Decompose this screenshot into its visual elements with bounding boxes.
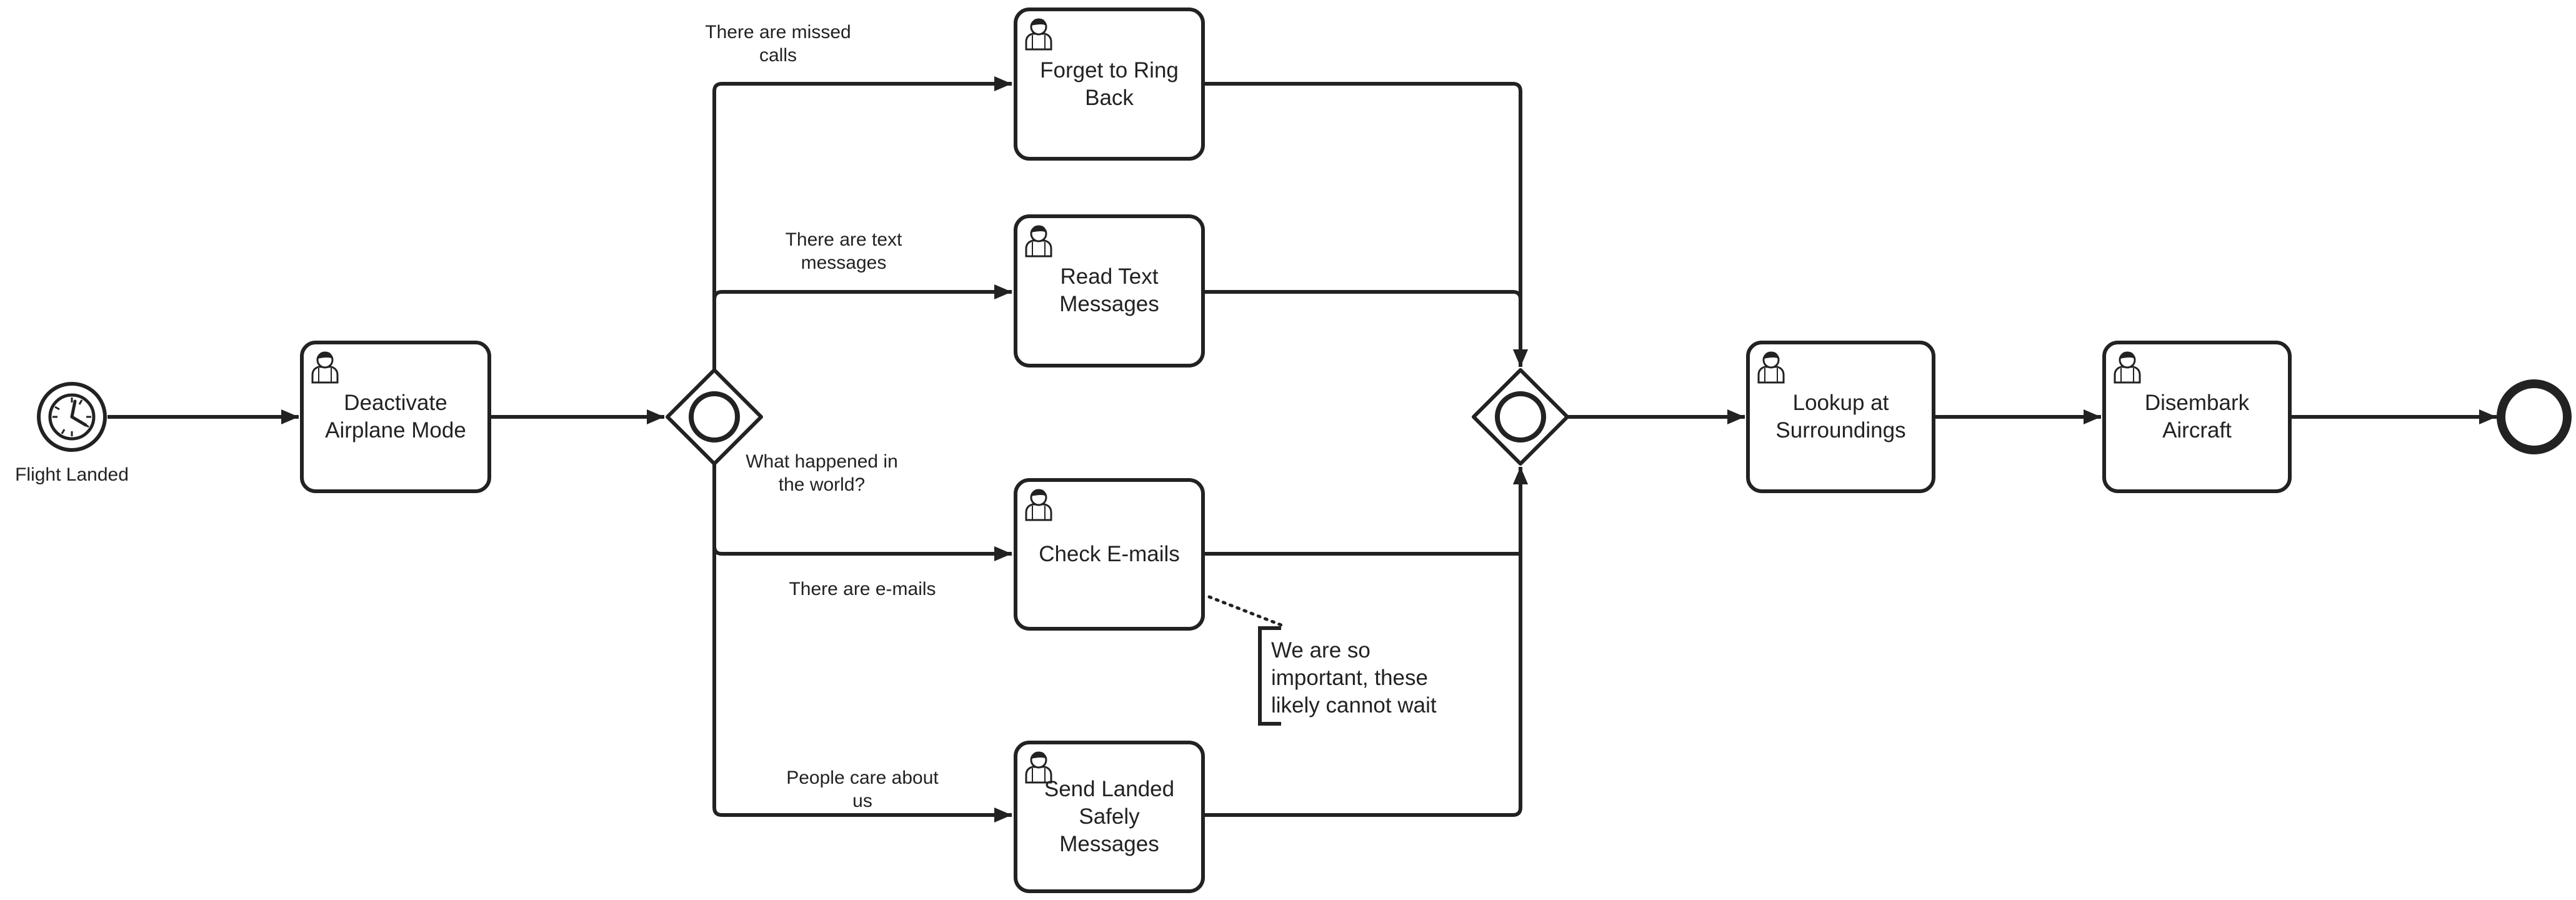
- task-label-read-text: Read Text Messages: [1059, 264, 1159, 316]
- task-check-emails[interactable]: [1014, 478, 1205, 631]
- annotation-text: We are so important, these likely cannot…: [1271, 638, 1437, 718]
- flow-missed-calls: [712, 76, 1012, 370]
- start-event[interactable]: [37, 382, 107, 452]
- task-forget-to-ring-back[interactable]: [1014, 8, 1205, 161]
- flow-label-missed-calls: There are missed calls: [705, 21, 851, 66]
- task-lookup-at-surroundings[interactable]: [1746, 341, 1935, 493]
- task-label-disembark: Disembark Aircraft: [2144, 391, 2250, 442]
- flow-label-care: People care about us: [786, 767, 939, 812]
- task-send-landed-safely-messages[interactable]: [1014, 741, 1205, 893]
- task-disembark-aircraft[interactable]: [2102, 341, 2292, 493]
- start-event-label: Flight Landed: [15, 464, 129, 486]
- task-label-lookup: Lookup at Surroundings: [1775, 391, 1906, 442]
- annotation-association: [1207, 595, 1283, 627]
- flow-label-text-messages: There are text messages: [785, 229, 902, 274]
- flow-label-emails: There are e-mails: [789, 579, 936, 600]
- gateway-label: What happened in the world?: [746, 451, 898, 496]
- flow-care: [712, 464, 1012, 822]
- flow-check-to-merge: [1204, 467, 1528, 556]
- split-gateway[interactable]: [666, 368, 763, 466]
- inclusive-gateway-icon: [1495, 391, 1546, 442]
- flow-forget-to-merge: [1204, 82, 1528, 367]
- flow-send-to-merge: [1204, 467, 1528, 817]
- inclusive-gateway-icon: [689, 391, 740, 442]
- task-label-check-email: Check E-mails: [1039, 542, 1180, 567]
- clock-icon: [48, 393, 96, 441]
- task-deactivate-airplane-mode[interactable]: [300, 341, 491, 493]
- task-label-forget: Forget to Ring Back: [1040, 58, 1179, 110]
- flow-text-messages: [712, 284, 1012, 370]
- merge-gateway[interactable]: [1472, 368, 1569, 466]
- task-read-text-messages[interactable]: [1014, 214, 1205, 368]
- task-label-deactivate: Deactivate Airplane Mode: [325, 391, 466, 442]
- task-label-send-landed: Send Landed Safely Messages: [1044, 777, 1175, 856]
- annotation-bracket: [1258, 626, 1281, 726]
- end-event[interactable]: [2497, 379, 2572, 454]
- flow-read-to-merge: [1204, 290, 1528, 367]
